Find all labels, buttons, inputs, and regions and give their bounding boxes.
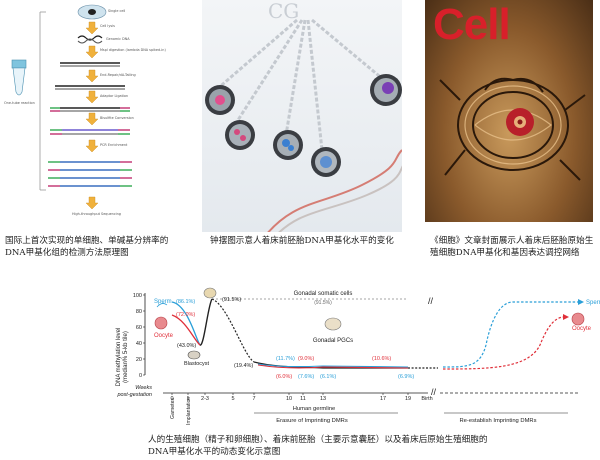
caption-cell-line2: 殖细胞DNA甲基化和基因表达调控网络	[430, 248, 580, 258]
oocyte-label-left: Oocyte	[154, 333, 174, 339]
value-oocyte-start: (72.0%)	[176, 312, 195, 318]
embryo-curve	[199, 298, 213, 346]
x-label-post: post-gestation	[116, 392, 152, 398]
y-tick-60: 60	[136, 325, 142, 331]
x-label-weeks: Weeks	[135, 385, 152, 391]
value-pgc-start: (19.4%)	[234, 363, 253, 369]
value-somatic-mid: (91.5%)	[314, 300, 332, 306]
pendulum-figure: CG	[202, 0, 402, 232]
cover-artwork	[439, 77, 586, 181]
caption-methylation-line1: 人的生殖细胞（精子和卵细胞）、着床前胚胎（主要示意囊胚）以及着床后原始生殖细胞的	[148, 435, 488, 445]
axis-break-icon: //	[431, 387, 437, 397]
y-tick-0: 0	[139, 373, 142, 379]
one-tube-label: One-tube reaction	[4, 101, 35, 105]
x-tick-17: 17	[380, 396, 386, 402]
value-sperm-start: (86.1%)	[176, 299, 195, 305]
caption-cell-line1: 《细胞》文章封面展示人着床后胚胎原始生	[430, 236, 594, 246]
methylation-chart: DNA methylation level (median% 5-kb tile…	[108, 285, 600, 433]
workflow-diagram: Single cell Cell lysis Genomic DNA Mspl …	[4, 4, 166, 216]
x-tick-7: 7	[252, 396, 255, 402]
x-tick-19: 19	[405, 396, 411, 402]
x-tick-13: 13	[320, 396, 326, 402]
y-tick-40: 40	[136, 341, 142, 347]
caption-workflow: 国际上首次实现的单细胞、单碱基分辨率的 DNA甲基化组的检测方法原理图	[5, 235, 190, 259]
gonadal-pgcs-label: Gonadal PGCs	[313, 338, 353, 344]
stage-implantation: Implantation	[186, 397, 192, 425]
blastocyst-icon	[187, 350, 201, 360]
x-tick-1: 1	[186, 396, 189, 402]
methylation-svg: DNA methylation level (median% 5-kb tile…	[116, 287, 600, 425]
reestablish-label: Re-establish Imprinting DMRs	[460, 418, 537, 424]
cell-cover-title: Cell	[433, 0, 511, 49]
embryo-icon	[203, 287, 217, 299]
sperm-curve	[171, 301, 201, 346]
y-tick-20: 20	[136, 357, 142, 363]
x-tick-5: 5	[231, 396, 234, 402]
erasure-label: Erasure of Imprinting DMRs	[276, 418, 348, 424]
value-pgc-w17: (10.6%)	[372, 356, 391, 362]
sperm-label-right: Sperm	[586, 300, 600, 306]
x-tick-11: 11	[300, 396, 306, 402]
step-label-cell-lysis: Cell lysis	[100, 24, 115, 28]
value-pgc-w10-blue: (11.7%)	[276, 356, 295, 362]
value-pgc-w11-red: (9.0%)	[298, 356, 314, 362]
caption-workflow-line2: DNA甲基化组的检测方法原理图	[5, 248, 129, 258]
workflow-figure: Single cell Cell lysis Genomic DNA Mspl …	[0, 0, 190, 228]
value-pgc-w13: (6.1%)	[320, 374, 336, 380]
pgc-decline	[211, 298, 255, 363]
oocyte-label-right: Oocyte	[572, 326, 592, 332]
oocyte-curve	[171, 314, 201, 346]
step-label-adaptor: Adaptor Ligation	[100, 94, 128, 98]
top-break-icon: //	[428, 296, 434, 306]
value-pgc-w19: (6.9%)	[398, 374, 414, 380]
caption-pendulum-line: 钟摆图示意人着床前胚胎DNA甲基化水平的变化	[210, 236, 394, 246]
stage-gametes: Gametes	[170, 398, 176, 419]
value-blastocyst: (43.0%)	[177, 343, 196, 349]
caption-methylation: 人的生殖细胞（精子和卵细胞）、着床前胚胎（主要示意囊胚）以及着床后原始生殖细胞的…	[148, 434, 598, 458]
sperm-label-left: Sperm	[154, 299, 172, 305]
pendulum-illustration: CG	[205, 0, 402, 232]
step-label-sequencing: High-throughput Sequencing	[72, 212, 121, 216]
cell-cover: Cell	[425, 0, 593, 222]
cell-ball-2	[225, 120, 255, 150]
x-tick-2-3: 2-3	[201, 396, 209, 402]
oocyte-icon-right	[571, 312, 585, 326]
caption-pendulum: 钟摆图示意人着床前胚胎DNA甲基化水平的变化	[210, 235, 400, 247]
x-tick-10: 10	[286, 396, 292, 402]
sperm-icon	[156, 303, 168, 308]
caption-cell: 《细胞》文章封面展示人着床后胚胎原始生 殖细胞DNA甲基化和基因表达调控网络	[430, 235, 600, 259]
cell-ball-1	[205, 85, 235, 115]
step-label-single-cell: Single cell	[108, 9, 125, 13]
caption-workflow-line1: 国际上首次实现的单细胞、单碱基分辨率的	[5, 236, 169, 246]
step-label-genomic-dna: Genomic DNA	[106, 37, 130, 41]
oocyte-reestablish	[442, 316, 564, 370]
pgc-red-line	[257, 364, 409, 369]
cell-ball-3	[273, 130, 303, 160]
step-label-pcr: PCR Enrichment	[100, 143, 128, 147]
x-tick-0: 0	[170, 396, 173, 402]
caption-methylation-line2: DNA甲基化水平的动态变化示意图	[148, 447, 281, 457]
sperm-reestablish	[442, 301, 578, 368]
value-pgc-w10-red: (6.0%)	[276, 374, 292, 380]
y-axis-label: DNA methylation level	[116, 328, 122, 387]
gonadal-somatic-label: Gonadal somatic cells	[294, 291, 353, 297]
cg-watermark: CG	[268, 0, 299, 23]
step-label-mspl: Mspl digestion (lambda DNA spiked-in)	[100, 48, 166, 52]
blastocyst-label: Blastocyst	[184, 361, 210, 367]
embryo-pgc-icon	[324, 317, 342, 331]
value-pgc-w11-blue: (7.6%)	[298, 374, 314, 380]
tube-icon	[11, 59, 27, 96]
pgc-blue-line	[257, 363, 409, 368]
y-axis-label-2: (median% 5-kb tile)	[123, 331, 129, 383]
y-tick-100: 100	[133, 293, 142, 299]
value-somatic-start: (91.5%)	[222, 297, 241, 303]
step-label-bisulfite: Bisulfite Conversion	[100, 116, 134, 120]
human-germline-label: Human germline	[293, 406, 336, 412]
x-tick-birth: Birth	[421, 396, 432, 402]
cell-ball-4	[311, 147, 341, 177]
cell-ball-5	[370, 74, 402, 106]
step-label-end-repair: End-Repair/dA-Tailing	[100, 73, 136, 77]
oocyte-icon	[154, 316, 168, 330]
y-tick-80: 80	[136, 309, 142, 315]
